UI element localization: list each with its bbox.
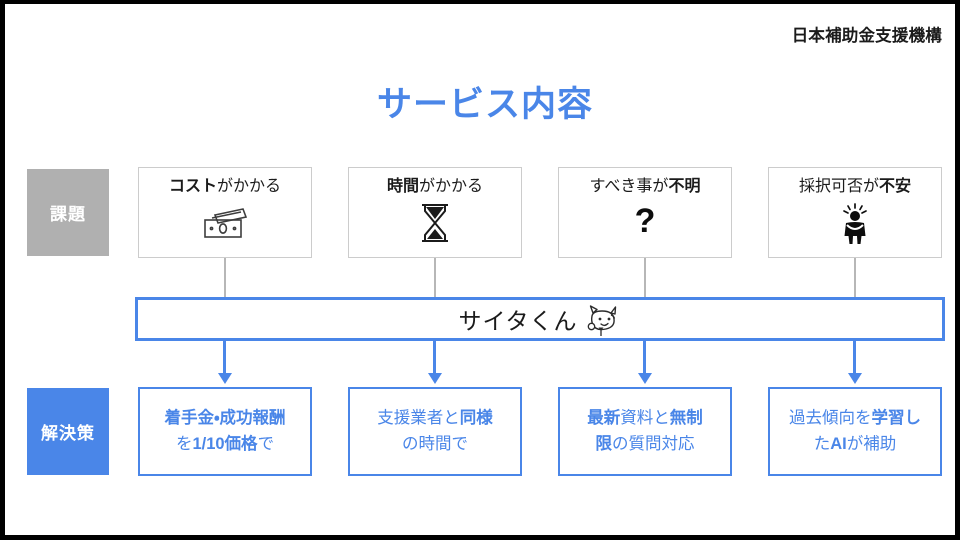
solution-speed-line1-bold: 同様 [459,408,493,427]
arrow-head-3 [637,373,652,384]
arrow-head-2 [427,373,442,384]
problem-card-unclear[interactable]: すべき事が不明 ? [558,167,732,258]
solution-support-line2-bold: 限 [595,434,613,453]
problem-card-time-text: 時間がかかる [387,178,483,196]
solution-support-line1-bold-b: 無制 [669,408,703,427]
solution-price-line2-bold: 1/10価格 [192,434,258,453]
question-mark-icon: ? [630,202,660,244]
row-label-solution-text: 解決策 [41,424,95,443]
svg-text:?: ? [635,202,656,240]
arrow-line-2 [433,341,436,375]
solution-ai-line1-a: 過去傾向を [789,408,872,427]
hourglass-icon [418,202,452,244]
solution-ai-line2-b: が補助 [846,434,897,453]
service-bar[interactable]: サイタくん [135,297,945,341]
problem-card-time[interactable]: 時間がかかる [348,167,522,258]
problem-card-anxiety-text: 採択可否が不安 [799,178,911,196]
problem-card-cost[interactable]: コストがかかる [138,167,312,258]
problem-time-normal: がかかる [419,178,484,195]
solution-ai-line2: たAIが補助 [814,432,897,458]
problem-anxiety-bold: 不安 [879,178,912,195]
solution-card-price[interactable]: 着手金・成功報酬 を1/10価格で [138,387,312,476]
connector-problem-1 [224,258,226,297]
problem-card-unclear-text: すべき事が不明 [590,178,701,196]
connector-problem-3 [644,258,646,297]
solution-speed-line2: の時間で [402,432,468,458]
arrow-head-4 [847,373,862,384]
connector-problem-2 [434,258,436,297]
connector-problem-4 [854,258,856,297]
arrow-line-3 [643,341,646,375]
solution-price-line2: を1/10価格で [176,432,274,458]
solution-card-ai[interactable]: 過去傾向を学習し たAIが補助 [768,387,942,476]
solution-support-line2: 限の質問対応 [596,432,695,458]
solution-ai-line2-bold: AI [830,434,847,453]
problem-anxiety-normal: 採択可否が [798,178,879,195]
anxious-person-icon [835,202,875,244]
solution-price-line2-b: で [257,434,275,453]
solution-price-line1-bold: 着手金・成功報酬 [164,408,286,427]
row-label-problem-text: 課題 [50,205,86,224]
solution-ai-line1-bold: 学習し [871,408,922,427]
problem-unclear-bold: 不明 [668,178,701,195]
service-bar-label: サイタくん [458,308,578,334]
solution-price-line1: 着手金・成功報酬 [164,406,285,432]
row-label-problem: 課題 [27,169,109,256]
row-label-solution: 解決策 [27,388,109,475]
problem-time-bold: 時間 [386,178,419,195]
page-title: サービス内容 [376,85,593,124]
solution-speed-line2-a: の時間で [402,434,468,453]
solution-ai-line1: 過去傾向を学習し [789,406,921,432]
arrow-line-1 [223,341,226,375]
solution-support-line1-bold: 最新 [587,408,621,427]
solution-speed-line1-a: 支援業者と [377,408,460,427]
problem-unclear-normal: すべき事が [589,178,669,195]
problem-card-cost-text: コストがかかる [169,178,281,196]
solution-price-line2-a: を [175,434,193,453]
solution-speed-line1: 支援業者と同様 [377,406,493,432]
solution-support-line1-a: 資料と [620,408,670,427]
arrow-line-4 [853,341,856,375]
problem-cost-bold: コスト [168,178,217,195]
cat-mascot-icon [582,304,622,338]
solution-card-support[interactable]: 最新資料と無制 限の質問対応 [558,387,732,476]
arrow-head-1 [217,373,232,384]
solution-support-line1: 最新資料と無制 [587,406,703,432]
problem-card-anxiety[interactable]: 採択可否が不安 [768,167,942,258]
organization-name: 日本補助金支援機構 [791,27,942,45]
solution-card-speed[interactable]: 支援業者と同様 の時間で [348,387,522,476]
solution-ai-line2-a: た [813,434,831,453]
banknote-icon [199,202,251,244]
problem-cost-normal: がかかる [217,178,282,195]
solution-support-line2-a: の質問対応 [612,434,695,453]
